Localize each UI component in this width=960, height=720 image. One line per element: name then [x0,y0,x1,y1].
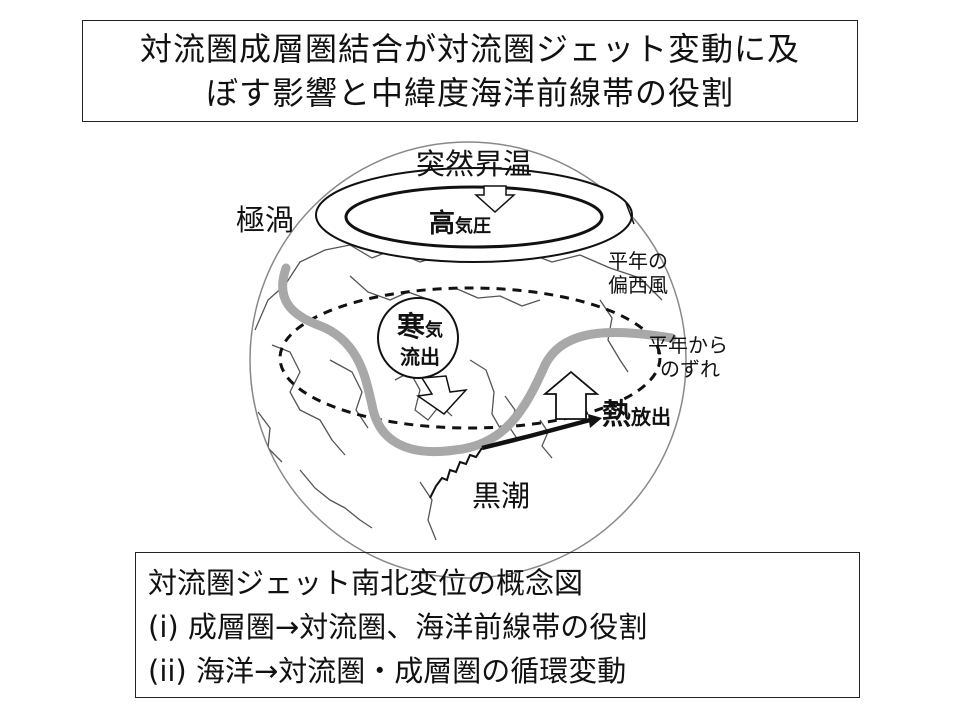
concept-line-1: 対流圏ジェット南北変位の概念図 [148,566,584,600]
title-line-2: ぼす影響と中緯度海洋前線帯の役割 [205,74,734,112]
cold-air-circle [377,297,459,379]
sudden-warming-label: 突然昇温 [416,147,532,181]
heat-release-arrow [542,370,600,420]
concept-line-3: (ii) 海洋→対流圏・成層圏の循環変動 [148,654,627,688]
normal-westerly-label-2: 偏西風 [608,273,668,297]
title-line-1: 対流圏成層圏結合が対流圏ジェット変動に及 [139,30,800,68]
normal-westerly-label-1: 平年の [608,249,668,273]
kuroshio-current [429,447,483,499]
high-pressure-label: 高気圧 [429,208,491,239]
high-pressure-big: 高 [429,208,455,239]
concept-box: 対流圏ジェット南北変位の概念図 (i) 成層圏→対流圏、海洋前線帯の役割 (ii… [135,552,860,698]
concept-line-2: (i) 成層圏→対流圏、海洋前線帯の役割 [148,610,648,644]
polar-vortex-label: 極渦 [236,203,294,237]
cold-air-big: 寒 [397,310,425,343]
high-pressure-ellipse [344,185,604,249]
sudden-warming-arrow [474,185,516,214]
kuroshio-arrowhead [588,414,602,428]
deviation-label-2: のずれ [660,357,720,381]
heat-release-big: 熱 [602,397,631,431]
normal-westerly-path [278,286,662,430]
high-pressure-small: 気圧 [455,215,491,237]
jet-stream-path [278,263,677,457]
deviation-label-1: 平年から [648,333,728,357]
heat-release-label: 熱放出 [602,397,671,431]
cold-air-label: 寒気 [397,310,443,343]
heat-release-small: 放出 [630,405,671,429]
cold-outflow-arrow [416,375,468,415]
title-box: 対流圏成層圏結合が対流圏ジェット変動に及 ぼす影響と中緯度海洋前線帯の役割 [82,20,858,122]
polar-vortex-tail [625,202,635,225]
kuroshio-label: 黒潮 [472,479,530,513]
outflow-label: 流出 [400,345,440,369]
cold-air-small: 気 [425,319,443,341]
kuroshio-extension [481,417,591,451]
